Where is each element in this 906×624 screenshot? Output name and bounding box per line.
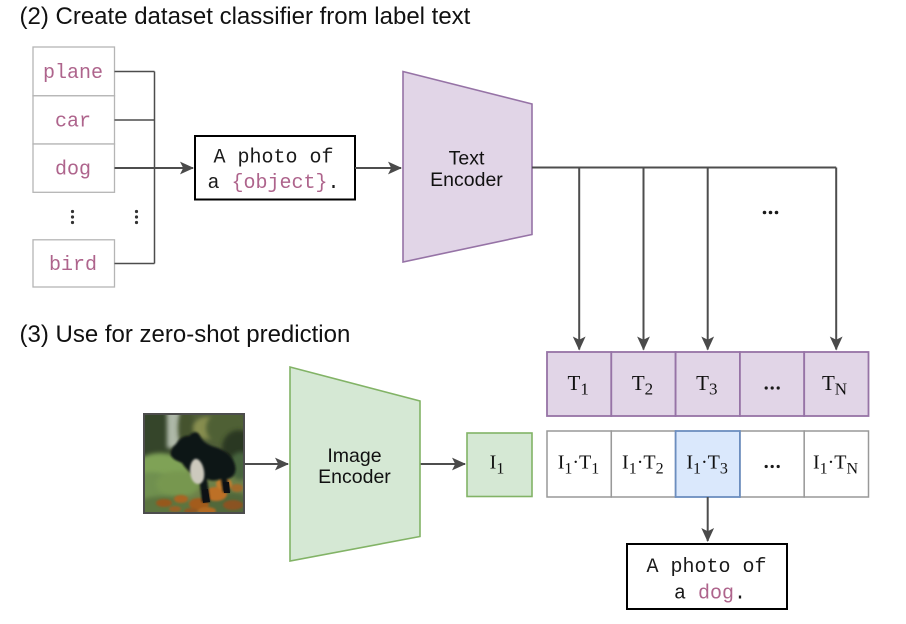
svg-text:plane: plane: [43, 62, 103, 85]
svg-text:a dog.: a dog.: [674, 583, 746, 606]
svg-text:I1·TN: I1·TN: [813, 451, 859, 477]
svg-text:Encoder: Encoder: [430, 169, 503, 191]
svg-text:Encoder: Encoder: [318, 466, 391, 488]
svg-text:A photo of: A photo of: [213, 146, 333, 169]
svg-text:a {object}.: a {object}.: [207, 172, 339, 195]
svg-text:Text: Text: [449, 148, 485, 170]
svg-text:bird: bird: [49, 254, 97, 277]
svg-text:car: car: [55, 110, 91, 133]
svg-text:dog: dog: [55, 159, 91, 182]
svg-text:Image: Image: [327, 445, 381, 467]
svg-text:(2) Create dataset classifier: (2) Create dataset classifier from label…: [20, 3, 471, 30]
svg-text:(3) Use for zero-shot predicti: (3) Use for zero-shot prediction: [20, 321, 351, 348]
svg-text:TN: TN: [822, 371, 847, 399]
svg-text:I1·T1: I1·T1: [558, 451, 600, 477]
svg-text:A photo of: A photo of: [646, 556, 766, 579]
